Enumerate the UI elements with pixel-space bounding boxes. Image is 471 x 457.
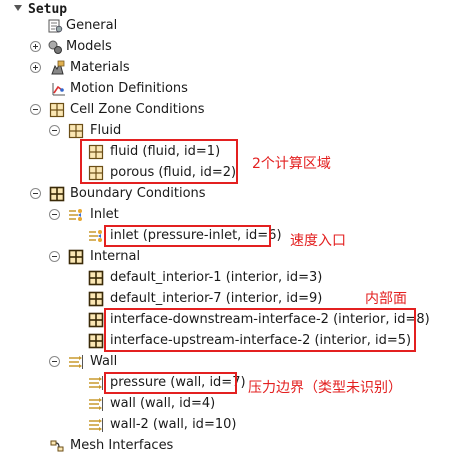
inlet-item-label: inlet (pressure-inlet, id=6) [110, 228, 282, 243]
pressure-item-label: pressure (wall, id=7) [110, 375, 246, 390]
materials-icon [51, 60, 65, 75]
highlight-pressure [104, 372, 237, 394]
cell-zone-grid-icon [49, 102, 65, 118]
interior7-label: default_interior-7 (interior, id=9) [110, 291, 323, 306]
wall-item-label: wall (wall, id=4) [110, 396, 216, 411]
collapse-minus-icon[interactable] [49, 125, 60, 136]
fluid-item-label: fluid (fluid, id=1) [110, 144, 221, 159]
boundary-grid-icon [49, 186, 65, 202]
cell-zone-conditions-label: Cell Zone Conditions [70, 102, 205, 117]
mesh-interfaces-icon [50, 440, 64, 452]
interior1-label: default_interior-1 (interior, id=3) [110, 270, 323, 285]
motion-definitions-label: Motion Definitions [70, 81, 188, 96]
motion-icon [52, 83, 65, 96]
interface-grid-icon [88, 312, 104, 328]
models-label: Models [66, 39, 112, 54]
annotation-compute-zones: 2个计算区域 [252, 156, 331, 172]
models-icon [48, 40, 62, 54]
iface-up-label: interface-upstream-interface-2 (interior… [110, 333, 412, 348]
highlight-interfaces [104, 308, 416, 352]
boundary-conditions-label: Boundary Conditions [70, 186, 206, 201]
interior-grid-icon [88, 291, 104, 307]
interface-grid-icon [88, 333, 104, 349]
fluid-grid-icon [68, 123, 84, 139]
wall-item-icon [88, 396, 104, 412]
annotation-internal-face: 内部面 [365, 291, 407, 307]
inlet-icon [68, 207, 84, 223]
internal-grid-icon [68, 249, 84, 265]
expand-plus-icon[interactable] [30, 41, 41, 52]
wall2-item-label: wall-2 (wall, id=10) [110, 417, 237, 432]
fluid-group-label: Fluid [90, 123, 122, 138]
general-label: General [66, 18, 118, 33]
interior-grid-icon [88, 270, 104, 286]
internal-group-label: Internal [90, 249, 141, 264]
inlet-group-label: Inlet [90, 207, 119, 222]
collapse-minus-icon[interactable] [49, 251, 60, 262]
highlight-fluid-zones [80, 139, 238, 184]
wall-item-icon [88, 417, 104, 433]
iface-down-label: interface-downstream-interface-2 (interi… [110, 312, 430, 327]
annotation-pressure-boundary: 压力边界（类型未识别） [248, 380, 402, 396]
mesh-interfaces-label: Mesh Interfaces [70, 438, 174, 453]
collapse-minus-icon[interactable] [49, 356, 60, 367]
wall-group-label: Wall [90, 354, 118, 369]
expand-plus-icon[interactable] [30, 62, 41, 73]
setup-label: Setup [28, 2, 68, 17]
general-icon [48, 19, 63, 33]
inlet-item-icon [88, 228, 104, 244]
collapse-minus-icon[interactable] [30, 188, 41, 199]
highlight-inlet [104, 225, 271, 247]
annotation-velocity-inlet: 速度入口 [290, 233, 346, 249]
collapse-minus-icon[interactable] [49, 209, 60, 220]
collapse-minus-icon[interactable] [30, 104, 41, 115]
porous-item-label: porous (fluid, id=2) [110, 165, 237, 180]
materials-label: Materials [70, 60, 130, 75]
wall-item-icon [88, 375, 104, 391]
collapse-arrow-icon[interactable] [14, 5, 22, 11]
wall-icon [68, 354, 84, 370]
